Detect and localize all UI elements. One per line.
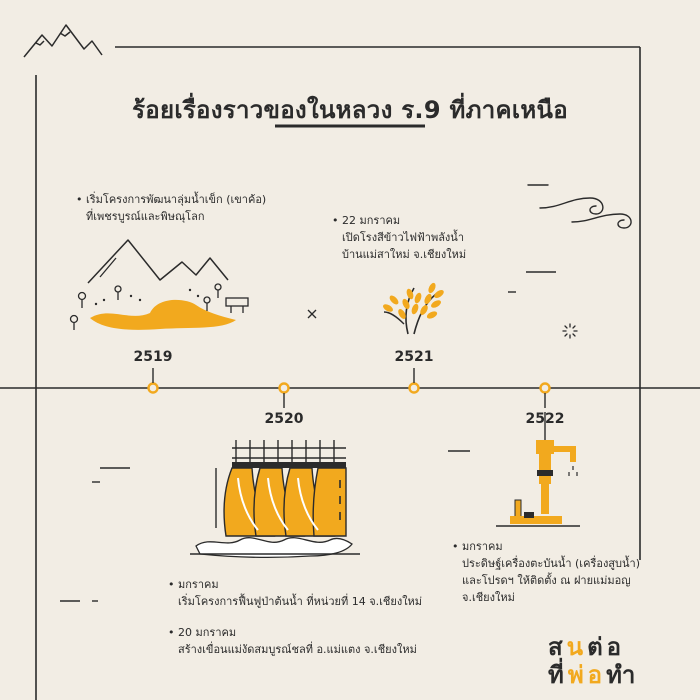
event-2521-line1: 22 มกราคม xyxy=(342,214,401,227)
marker-2520 xyxy=(278,382,290,394)
event-2522-line3: และโปรดฯ ให้ติดตั้ง ณ ฝายแม่มอญ xyxy=(462,574,631,587)
sparkle-icon xyxy=(562,323,578,339)
brand-logo: สนต่อ ที่พ่อทำ xyxy=(548,633,639,689)
marker-2521 xyxy=(408,382,420,394)
year-label-2519: 2519 xyxy=(133,349,173,365)
mountain-outline-icon xyxy=(23,24,103,58)
frame xyxy=(35,46,641,700)
event-2520-a: •มกราคม เริ่มโครงการฟื้นฟูป่าต้นน้ำ ที่ห… xyxy=(168,576,468,610)
x-mark xyxy=(307,309,317,319)
year-label-2522: 2522 xyxy=(525,411,565,427)
event-2519-line1: เริ่มโครงการพัฒนาลุ่มน้ำเข็ก (เขาค้อ) xyxy=(86,193,267,206)
page-title: ร้อยเรื่องราวของในหลวง ร.9 ที่ภาคเหนือ xyxy=(132,96,568,124)
event-2521-line3: บ้านแม่สาใหม่ จ.เชียงใหม่ xyxy=(342,248,467,261)
year-label-2520: 2520 xyxy=(264,411,304,427)
dam-icon xyxy=(190,440,360,558)
cloud-swirl-icon xyxy=(527,184,632,229)
landscape-lake-icon xyxy=(69,239,249,330)
event-2519-line2: ที่เพชรบูรณ์และพิษณุโลก xyxy=(86,210,205,223)
event-2519: •เริ่มโครงการพัฒนาลุ่มน้ำเข็ก (เขาค้อ) ท… xyxy=(76,191,316,225)
logo-char-5: พ่อ xyxy=(567,661,607,689)
decor-dashes xyxy=(60,271,556,602)
logo-char-3: ต่อ xyxy=(587,633,626,661)
event-2521: •22 มกราคม เปิดโรงสีข้าวไฟฟ้าพลังน้ำ บ้า… xyxy=(332,212,532,263)
water-pump-icon xyxy=(496,412,580,527)
logo-char-6: ทำ xyxy=(606,661,640,689)
event-2520b-line1: 20 มกราคม xyxy=(178,626,237,639)
rice-stalk-icon xyxy=(383,282,444,335)
event-2520a-line1: มกราคม xyxy=(178,578,219,591)
marker-2522 xyxy=(539,382,551,394)
timeline-connectors xyxy=(152,368,546,408)
event-2522-line2: ประดิษฐ์เครื่องตะบันน้ำ (เครื่องสูบน้ำ) xyxy=(462,557,640,570)
event-2520b-line2: สร้างเขื่อนแม่งัดสมบูรณ์ชลที่ อ.แม่แตง จ… xyxy=(178,643,417,656)
logo-char-4: ที่ xyxy=(548,661,568,689)
event-2522-line4: จ.เชียงใหม่ xyxy=(462,591,515,604)
marker-2519 xyxy=(147,382,159,394)
event-2520-b: •20 มกราคม สร้างเขื่อนแม่งัดสมบูรณ์ชลที่… xyxy=(168,624,468,658)
timeline-markers xyxy=(147,382,551,394)
logo-char-1: ส xyxy=(548,633,567,661)
event-2522-line1: มกราคม xyxy=(462,540,503,553)
event-2522: •มกราคม ประดิษฐ์เครื่องตะบันน้ำ (เครื่อง… xyxy=(452,538,682,606)
event-2521-line2: เปิดโรงสีข้าวไฟฟ้าพลังน้ำ xyxy=(342,231,465,244)
event-2520a-line2: เริ่มโครงการฟื้นฟูป่าต้นน้ำ ที่หน่วยที่ … xyxy=(178,595,423,608)
year-label-2521: 2521 xyxy=(394,349,434,365)
logo-char-2: น xyxy=(566,633,588,661)
